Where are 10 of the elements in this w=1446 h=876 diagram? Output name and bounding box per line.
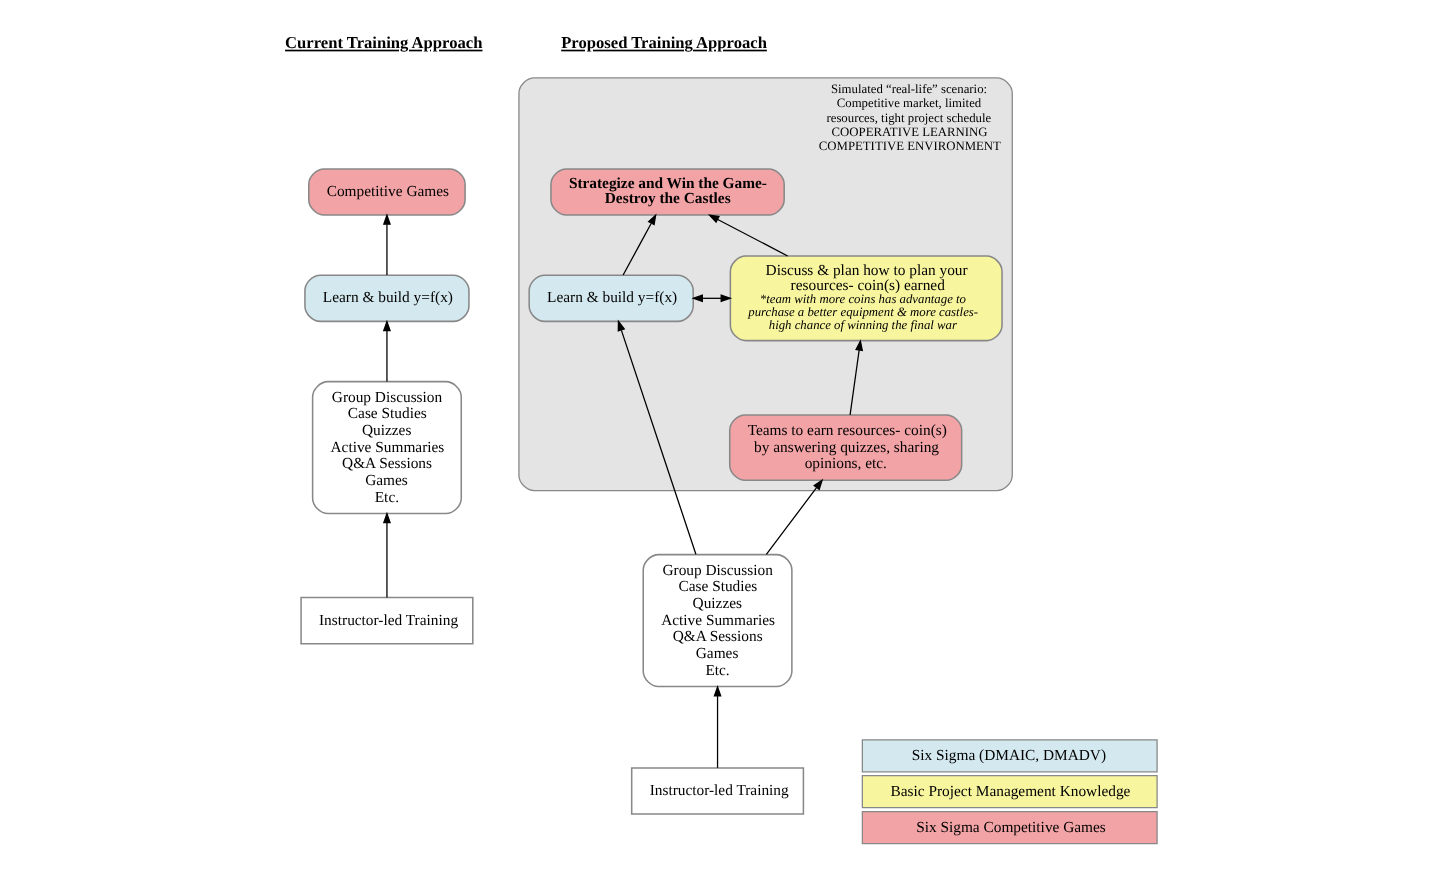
arrow [617, 319, 697, 555]
arrow [382, 213, 391, 276]
arrow [382, 511, 391, 599]
arrow [691, 294, 733, 303]
arrow [707, 214, 789, 257]
arrow [382, 319, 391, 383]
arrow [765, 478, 824, 556]
arrow [713, 685, 722, 769]
arrow [849, 339, 864, 416]
arrow [622, 213, 657, 276]
